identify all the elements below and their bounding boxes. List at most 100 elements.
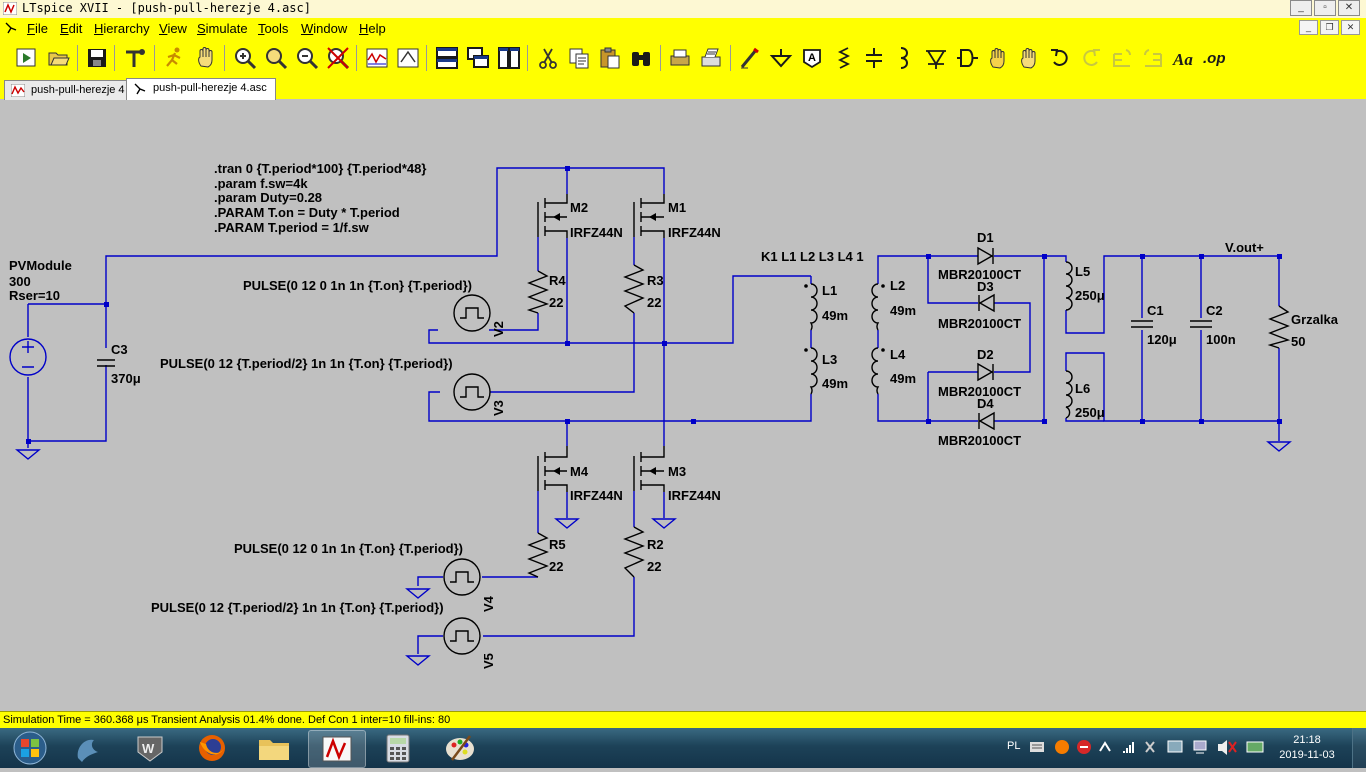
- find-icon[interactable]: [629, 46, 653, 70]
- ground-icon[interactable]: [769, 46, 793, 70]
- resistor-grzalka[interactable]: [1267, 305, 1291, 349]
- run-icon[interactable]: [15, 46, 39, 70]
- show-desktop-button[interactable]: [1352, 728, 1366, 768]
- inductor-l2[interactable]: [871, 283, 885, 331]
- diode-d4[interactable]: [978, 411, 995, 431]
- component-icon[interactable]: [955, 46, 979, 70]
- inductor-l4[interactable]: [871, 347, 885, 395]
- wire-icon[interactable]: [738, 46, 762, 70]
- clock[interactable]: 21:18 2019-11-03: [1278, 733, 1336, 763]
- diode-d1[interactable]: [977, 246, 994, 266]
- capacitor-icon[interactable]: [862, 46, 886, 70]
- directive-param-tperiod[interactable]: .PARAM T.period = 1/f.sw: [214, 220, 370, 235]
- waveform-icon[interactable]: [365, 46, 389, 70]
- doc-minimize-button[interactable]: _: [1299, 20, 1318, 35]
- pulse-source-v4[interactable]: [443, 558, 481, 596]
- directive-param-fsw[interactable]: .param f.sw=4k: [214, 176, 308, 191]
- v3-value[interactable]: PULSE(0 12 {T.period/2} 1n 1n {T.on} {T.…: [160, 356, 453, 371]
- resistor-r3[interactable]: [623, 264, 645, 314]
- resistor-r5[interactable]: [527, 532, 549, 578]
- open-icon[interactable]: [47, 46, 71, 70]
- taskbar-app-explorer[interactable]: [246, 730, 302, 766]
- cascade-icon[interactable]: [466, 46, 490, 70]
- pulse-source-v3[interactable]: [453, 373, 491, 411]
- taskbar-app-calculator[interactable]: [370, 730, 426, 766]
- zoom-in-icon[interactable]: [233, 46, 257, 70]
- drag-icon[interactable]: [1017, 46, 1041, 70]
- taskbar-app-dolphin[interactable]: [60, 730, 116, 766]
- label-icon[interactable]: A: [800, 46, 824, 70]
- pulse-source-v5[interactable]: [443, 617, 481, 655]
- doc-restore-button[interactable]: ❐: [1320, 20, 1339, 35]
- menu-hierarchy[interactable]: Hierarchy: [94, 21, 150, 36]
- zoom-cancel-icon[interactable]: [326, 46, 350, 70]
- menu-simulate[interactable]: Simulate: [197, 21, 248, 36]
- mirror-icon[interactable]: [1141, 46, 1165, 70]
- control-panel-icon[interactable]: [123, 46, 147, 70]
- diode-icon[interactable]: [924, 46, 948, 70]
- v2-value[interactable]: PULSE(0 12 0 1n 1n {T.on} {T.period}): [243, 278, 472, 293]
- doc-close-button[interactable]: ✕: [1341, 20, 1360, 35]
- menu-file[interactable]: File: [27, 21, 48, 36]
- minimize-button[interactable]: _: [1290, 0, 1312, 16]
- undo-icon[interactable]: [1048, 46, 1072, 70]
- zoom-fit-icon[interactable]: [264, 46, 288, 70]
- resistor-r4[interactable]: [526, 270, 550, 314]
- print-icon[interactable]: [668, 46, 692, 70]
- capacitor-c2[interactable]: [1190, 320, 1212, 328]
- tab-waveform[interactable]: push-pull-herezje 4: [4, 80, 134, 100]
- taskbar-app-world-of-tanks[interactable]: W: [122, 730, 178, 766]
- taskbar-app-firefox[interactable]: [184, 730, 240, 766]
- capacitor-c1[interactable]: [1131, 320, 1153, 328]
- pan-icon[interactable]: [194, 46, 218, 70]
- mosfet-m2[interactable]: [537, 194, 568, 238]
- paste-icon[interactable]: [598, 46, 622, 70]
- capacitor-c3[interactable]: [97, 359, 115, 367]
- tile-vertical-icon[interactable]: [497, 46, 521, 70]
- vout-label[interactable]: V.out+: [1225, 240, 1264, 255]
- menu-edit[interactable]: Edit: [60, 21, 83, 36]
- print-setup-icon[interactable]: [699, 46, 723, 70]
- maximize-button[interactable]: ▫: [1314, 0, 1336, 16]
- resistor-icon[interactable]: [831, 46, 855, 70]
- menu-tools[interactable]: Tools: [258, 21, 289, 36]
- menu-help[interactable]: Help: [359, 21, 386, 36]
- tab-schematic[interactable]: push-pull-herezje 4.asc: [126, 78, 276, 100]
- menu-window[interactable]: Window: [301, 21, 348, 36]
- mosfet-m1[interactable]: [633, 194, 665, 238]
- text-icon[interactable]: Aa: [1172, 46, 1196, 70]
- coupling-directive[interactable]: K1 L1 L2 L3 L4 1: [761, 249, 864, 264]
- zoom-out-icon[interactable]: [295, 46, 319, 70]
- tile-horizontal-icon[interactable]: [435, 46, 459, 70]
- mosfet-m4[interactable]: [537, 446, 568, 492]
- directive-param-ton[interactable]: .PARAM T.on = Duty * T.period: [214, 205, 400, 220]
- inductor-l3[interactable]: [804, 347, 818, 395]
- inductor-l5[interactable]: [1065, 261, 1073, 311]
- resistor-r2[interactable]: [623, 526, 645, 578]
- menu-view[interactable]: View: [159, 21, 187, 36]
- rotate-icon[interactable]: [1110, 46, 1134, 70]
- pv-module-source[interactable]: [9, 338, 47, 376]
- directive-tran[interactable]: .tran 0 {T.period*100} {T.period*48}: [214, 161, 426, 176]
- taskbar-app-ltspice[interactable]: [308, 730, 366, 768]
- spice-directive-icon[interactable]: .op: [1203, 46, 1227, 70]
- copy-icon[interactable]: [567, 46, 591, 70]
- halt-icon[interactable]: [162, 46, 186, 70]
- redo-icon[interactable]: [1079, 46, 1103, 70]
- close-button[interactable]: ✕: [1338, 0, 1360, 16]
- inductor-icon[interactable]: [893, 46, 917, 70]
- directive-param-duty[interactable]: .param Duty=0.28: [214, 190, 322, 205]
- diode-d2[interactable]: [977, 362, 994, 382]
- language-indicator[interactable]: PL: [1007, 740, 1021, 752]
- save-icon[interactable]: [85, 46, 109, 70]
- move-icon[interactable]: [986, 46, 1010, 70]
- v5-value[interactable]: PULSE(0 12 {T.period/2} 1n 1n {T.on} {T.…: [151, 600, 444, 615]
- v4-value[interactable]: PULSE(0 12 0 1n 1n {T.on} {T.period}): [234, 541, 463, 556]
- inductor-l6[interactable]: [1065, 370, 1073, 419]
- autorange-icon[interactable]: [396, 46, 420, 70]
- diode-d3[interactable]: [978, 293, 995, 313]
- mosfet-m3[interactable]: [633, 446, 665, 492]
- pulse-source-v2[interactable]: [453, 294, 491, 332]
- taskbar-app-paint[interactable]: [432, 730, 488, 766]
- schematic-canvas[interactable]: .tran 0 {T.period*100} {T.period*48} .pa…: [0, 99, 1366, 711]
